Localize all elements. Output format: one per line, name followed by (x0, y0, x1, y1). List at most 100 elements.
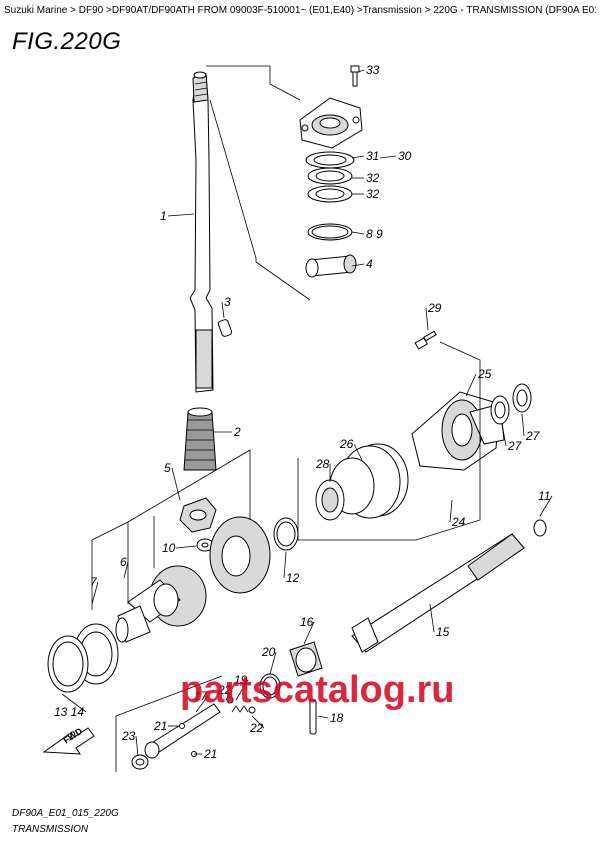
shift-slider-part[interactable] (144, 703, 221, 759)
callout-33[interactable]: 33 (366, 63, 380, 77)
breadcrumb-item-figure[interactable]: 220G - TRANSMISSION (DF90A E01) (433, 5, 596, 16)
callout-8-9[interactable]: 8 9 (366, 227, 383, 241)
callout-leader-line (269, 651, 277, 675)
fwd-arrow-icon (42, 727, 95, 755)
callout-leader-line (353, 443, 363, 461)
propeller-shaft-part[interactable] (351, 533, 525, 653)
callout-leader-line (235, 679, 249, 701)
breadcrumb-separator: > (67, 5, 76, 16)
spring-part[interactable] (231, 705, 249, 713)
bolt-part[interactable] (350, 65, 360, 87)
callout-16[interactable]: 16 (300, 615, 314, 629)
washer-part[interactable] (196, 538, 214, 552)
pinion-gear-part[interactable] (179, 497, 217, 533)
callout-10[interactable]: 10 (162, 541, 176, 555)
callout-leader-line (91, 581, 99, 605)
callout-1[interactable]: 1 (160, 209, 167, 223)
taper-bearing-part[interactable] (115, 605, 151, 643)
callout-20[interactable]: 20 (261, 645, 276, 659)
callout-leader-line (351, 263, 365, 267)
large-o-ring-part[interactable] (329, 443, 409, 519)
callout-leader-line (351, 155, 365, 159)
callout-4[interactable]: 4 (366, 257, 373, 271)
oil-seal-part[interactable] (490, 383, 532, 425)
callout-15[interactable]: 15 (436, 625, 450, 639)
callout-23[interactable]: 23 (121, 729, 136, 743)
pin-part[interactable] (217, 319, 233, 337)
breadcrumb: Suzuki Marine > DF90 >DF90AT/DF90ATH FRO… (4, 4, 596, 17)
breadcrumb-separator: > (421, 5, 431, 16)
callout-7[interactable]: 7 (90, 575, 98, 589)
bearing-part[interactable] (305, 254, 357, 278)
callout-leader-line (317, 715, 329, 719)
callout-12[interactable]: 12 (286, 571, 300, 585)
breadcrumb-separator: > (354, 5, 363, 16)
bearing-housing-part[interactable] (299, 97, 363, 149)
callout-29[interactable]: 29 (427, 301, 442, 315)
figure-title: FIG.220G (12, 28, 122, 55)
callout-31[interactable]: 31 (366, 149, 379, 163)
shim-part[interactable] (47, 635, 89, 693)
ring-part[interactable] (259, 673, 281, 699)
cap-ring-part[interactable] (131, 754, 149, 770)
callout-26[interactable]: 26 (339, 437, 354, 451)
callout-leader-line (225, 689, 233, 701)
callout-leader-line (521, 413, 525, 437)
callout-27[interactable]: 27 (525, 429, 541, 443)
spring-boot-part[interactable] (183, 407, 217, 471)
callout-leader-line (61, 693, 87, 713)
o-ring-part[interactable] (307, 223, 353, 241)
drawing-code: DF90A_E01_015_220G (12, 808, 119, 819)
reverse-gear-part[interactable] (209, 516, 271, 594)
callout-leader-line (539, 495, 553, 517)
callout-leader-line (351, 231, 365, 235)
breadcrumb-item-model[interactable]: DF90AT/DF90ATH FROM 09003F-510001~ (E01,… (111, 5, 355, 16)
callout-leader-line (303, 621, 315, 645)
callout-leader-line (175, 545, 197, 549)
callout-32[interactable]: 32 (366, 187, 380, 201)
callout-18[interactable]: 18 (330, 711, 344, 725)
callout-leader-line (501, 423, 507, 447)
callout-28[interactable]: 28 (315, 457, 330, 471)
clutch-part[interactable] (289, 641, 323, 677)
callout-leader-line (171, 467, 181, 501)
breadcrumb-item-df90[interactable]: DF90 (78, 5, 104, 16)
callout-leader-line (135, 735, 139, 757)
callout-leader-line (449, 499, 453, 523)
callout-19[interactable]: 19 (234, 673, 248, 687)
callout-21[interactable]: 21 (153, 719, 167, 733)
breadcrumb-item-transmission[interactable]: Transmission (362, 5, 422, 16)
callout-leader-line (123, 561, 129, 579)
needle-bearing-part[interactable] (315, 479, 345, 521)
callout-3[interactable]: 3 (224, 295, 231, 309)
cross-pin-part[interactable] (309, 699, 317, 735)
driveshaft-part[interactable] (189, 71, 214, 393)
callout-21[interactable]: 21 (203, 747, 217, 761)
callout-leader-line (221, 301, 225, 319)
circlip-part[interactable] (273, 517, 299, 551)
breadcrumb-separator: > (103, 5, 112, 16)
callout-leader-line (357, 69, 365, 73)
ball-part[interactable] (226, 696, 256, 714)
callout-leader-line (195, 695, 209, 713)
callout-22[interactable]: 22 (217, 683, 232, 697)
callout-25[interactable]: 25 (477, 367, 492, 381)
callout-6[interactable]: 6 (120, 555, 127, 569)
callout-leader-line (379, 155, 397, 159)
callout-30[interactable]: 30 (398, 149, 412, 163)
callout-32[interactable]: 32 (366, 171, 380, 185)
seal-ring-part[interactable] (305, 151, 355, 203)
callout-27[interactable]: 27 (507, 439, 523, 453)
callout-5[interactable]: 5 (164, 461, 171, 475)
shaft-housing-part[interactable] (411, 391, 505, 471)
callout-leader-line (283, 551, 287, 579)
callout-22[interactable]: 22 (249, 721, 264, 735)
callout-24[interactable]: 24 (451, 515, 466, 529)
snap-ring-part[interactable] (533, 519, 547, 537)
callout-2[interactable]: 2 (233, 425, 241, 439)
callout-13-14[interactable]: 13 14 (54, 705, 84, 719)
callout-leader-line (465, 373, 477, 397)
breadcrumb-item-suzuki-marine[interactable]: Suzuki Marine (4, 5, 68, 16)
housing-bolt-part[interactable] (414, 330, 437, 350)
callout-11[interactable]: 11 (538, 489, 550, 503)
